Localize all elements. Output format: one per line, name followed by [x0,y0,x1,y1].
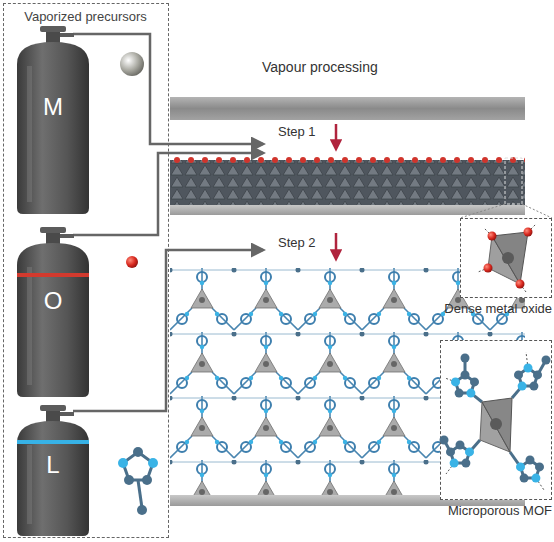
step-label: Step 1 [278,125,316,139]
cylinder-letter: L [13,452,93,478]
panel-heading: Vaporized precursors [4,10,167,24]
precursor-panel: Vaporized precursorsM O L [3,3,169,538]
section-heading: Vapour processing [262,60,378,75]
cylinder-letter: O [13,288,93,314]
top-plate [170,97,525,120]
inset-heading: Microporous MOF [448,504,552,518]
gas-cylinder: O [13,227,93,397]
zoom-inset: Microporous MOF [440,340,552,500]
step-label: Step 2 [278,236,316,250]
cylinder-letter: M [13,94,93,120]
mof-node [440,352,551,490]
oxide-film [170,156,552,218]
precursor-atoms [118,52,158,515]
gas-cylinder: M [13,26,93,214]
gas-cylinder: L [13,405,93,536]
inset-heading: Dense metal oxide [444,302,552,316]
zoom-inset: Dense metal oxide [460,218,552,298]
oxide-tetrahedron [478,224,536,292]
